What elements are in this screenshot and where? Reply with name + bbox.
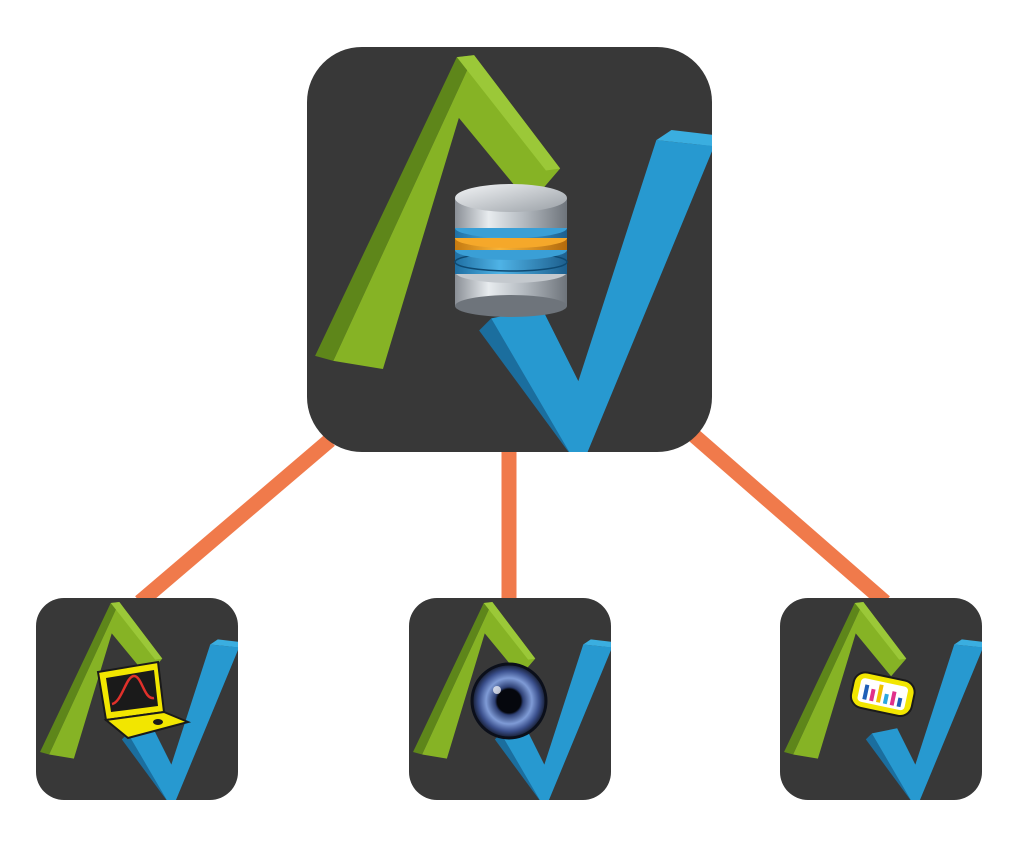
bar-chart-card-icon (849, 671, 916, 718)
root-node (307, 47, 712, 452)
connector-right (685, 426, 890, 608)
child-node-eye (409, 598, 611, 800)
database-icon (454, 184, 568, 317)
laptop-chart-icon (96, 660, 192, 740)
connector-left (135, 434, 335, 608)
connectors (135, 426, 890, 608)
child-node-chart (780, 598, 982, 800)
child-node-laptop (36, 598, 238, 800)
eye-icon (470, 662, 548, 740)
